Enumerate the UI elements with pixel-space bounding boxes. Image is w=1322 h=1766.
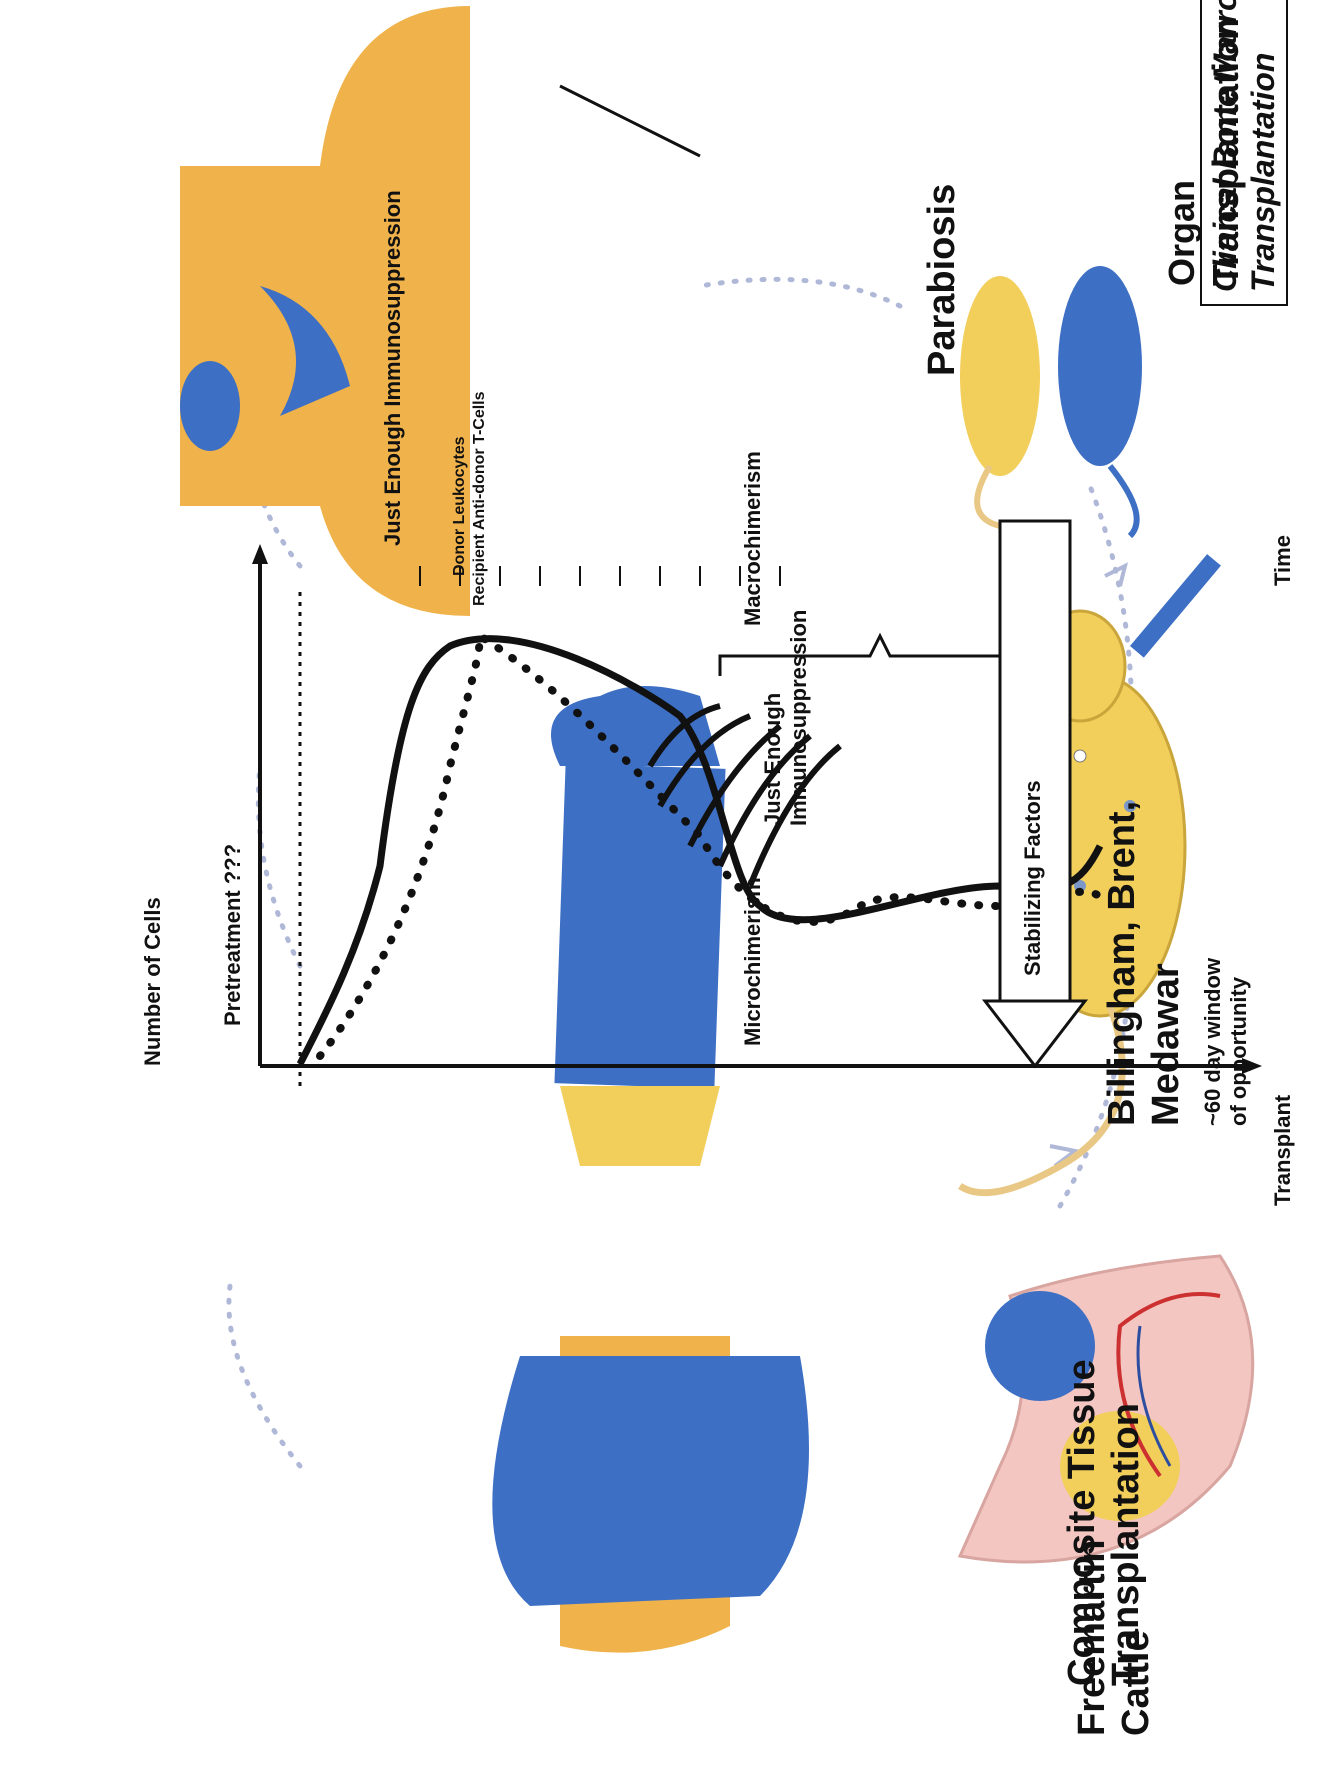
- organ-illustration: [180, 6, 470, 616]
- stabilizing-label: Stabilizing Factors: [1020, 780, 1046, 976]
- ycells-arrowhead: [252, 544, 268, 564]
- microchimerism-label: Microchimerism: [740, 877, 766, 1046]
- legend-tcell: Recipient Anti-donor T-Cells: [470, 391, 489, 606]
- xlabel-start: Transplant: [1270, 1095, 1296, 1206]
- composite-label: Composite Tissue Transplantation: [1060, 1359, 1148, 1686]
- legend-donor: Donor Leukocytes: [450, 436, 469, 576]
- just-enough-top-label: Just Enough Immunosuppression: [380, 190, 406, 546]
- bmt-arrow: [560, 86, 700, 156]
- billingham-label: Billingham, Brent, Medawar: [1100, 801, 1188, 1126]
- pretreatment-label: Pretreatment ???: [220, 844, 246, 1026]
- organ-label: Organ Transplantation: [1160, 18, 1248, 286]
- just-enough-low-label: Just Enough Immunosuppression: [760, 610, 812, 826]
- ylabel: Number of Cells: [140, 897, 166, 1066]
- parabiosis-label: Parabiosis: [920, 184, 964, 376]
- parabiosis-illustration: [960, 266, 1142, 536]
- window-label: ~60 day window of opportunity: [1200, 958, 1252, 1126]
- face-illustration: [492, 1336, 809, 1653]
- xlabel-end: Time: [1270, 535, 1296, 586]
- macrochimerism-label: Macrochimerism: [740, 451, 766, 626]
